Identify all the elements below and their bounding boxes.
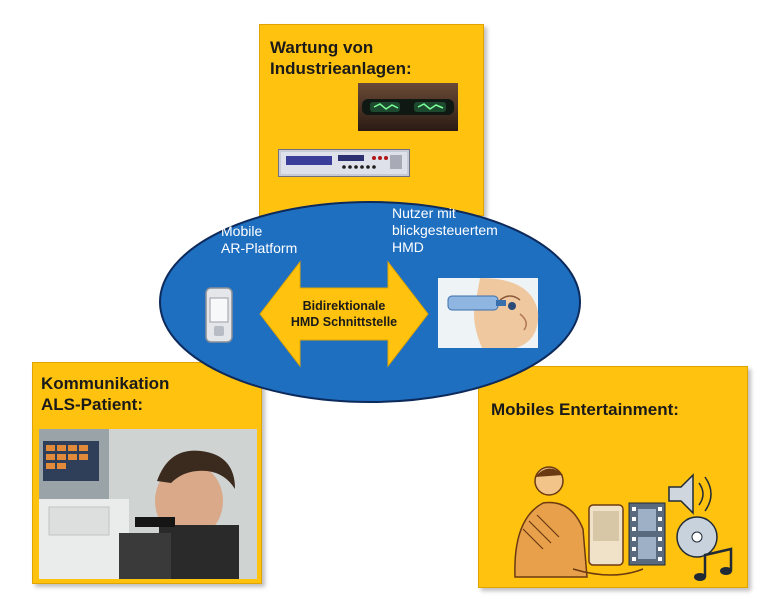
pda-device-icon xyxy=(205,287,233,343)
als-communication-box: Kommunikation ALS-Patient: xyxy=(32,362,262,584)
bidirectional-arrow xyxy=(259,260,429,368)
als-communication-title: Kommunikation ALS-Patient: xyxy=(41,374,170,414)
als-patient-photo xyxy=(39,429,257,579)
entertainment-box: Mobiles Entertainment: xyxy=(478,366,748,588)
maintenance-title: Wartung von Industrieanlagen: xyxy=(270,38,412,78)
bidirectional-interface-label: Bidirektionale HMD Schnittstelle xyxy=(290,299,398,329)
entertainment-clipart xyxy=(493,459,743,583)
maintenance-box: Wartung von Industrieanlagen: xyxy=(259,24,484,216)
hmd-user-label: Nutzer mit blickgesteuertem HMD xyxy=(392,205,498,255)
entertainment-title: Mobiles Entertainment: xyxy=(491,400,679,419)
hmd-glasses-photo xyxy=(358,83,458,131)
hmd-user-face-icon xyxy=(438,278,539,348)
mobile-ar-platform-label: Mobile AR-Platform xyxy=(221,223,298,256)
rack-device-image xyxy=(278,149,410,177)
